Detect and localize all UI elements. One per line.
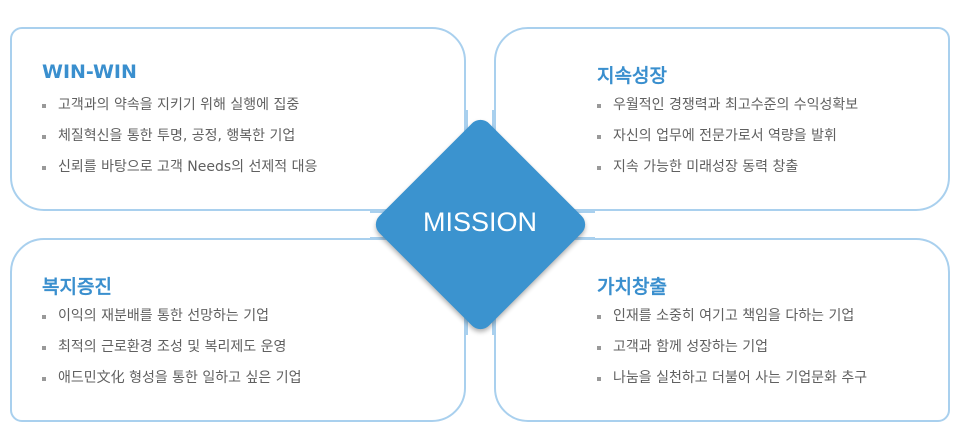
list-item: 고객과 함께 성장하는 기업 <box>597 337 867 368</box>
list-item: 우월적인 경쟁력과 최고수준의 수익성확보 <box>597 95 858 126</box>
list-item: 지속 가능한 미래성장 동력 창출 <box>597 157 858 188</box>
quadrant-title: 복지증진 <box>42 276 112 298</box>
list-item: 나눔을 실천하고 더불어 사는 기업문화 추구 <box>597 368 867 399</box>
list-item: 인재를 소중히 여기고 책임을 다하는 기업 <box>597 306 867 337</box>
list-item: 애드민文化 형성을 통한 일하고 싶은 기업 <box>42 368 301 399</box>
list-item: 신뢰를 바탕으로 고객 Needs의 선제적 대응 <box>42 157 317 188</box>
list-item: 고객과의 약속을 지키기 위해 실행에 집중 <box>42 95 317 126</box>
list-item: 최적의 근로환경 조성 및 복리제도 운영 <box>42 337 301 368</box>
quadrant-title: WIN-WIN <box>42 61 137 83</box>
quadrant-title: 가치창출 <box>597 276 667 298</box>
mission-label: MISSION <box>422 207 537 237</box>
list-item: 이익의 재분배를 통한 선망하는 기업 <box>42 306 301 337</box>
list-item: 체질혁신을 통한 투명, 공정, 행복한 기업 <box>42 126 317 157</box>
quadrant-title: 지속성장 <box>597 65 667 87</box>
list-item: 자신의 업무에 전문가로서 역량을 발휘 <box>597 126 858 157</box>
